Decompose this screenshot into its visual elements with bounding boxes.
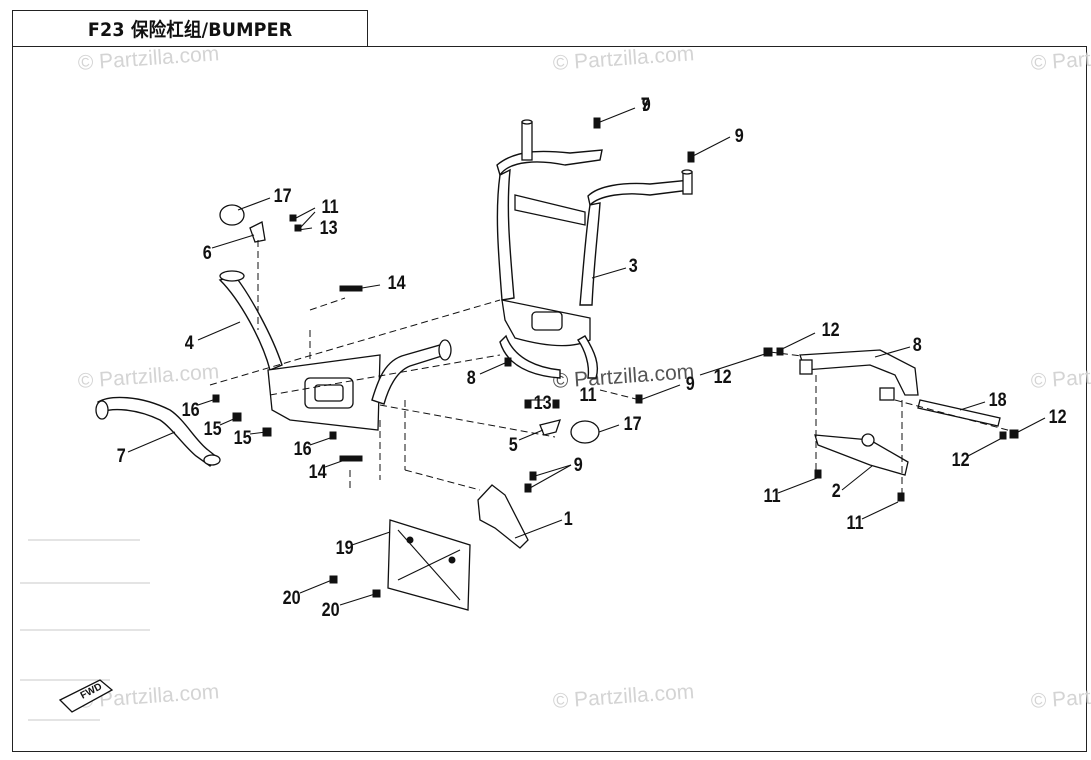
left-lower-tube-part-7 [95,396,221,467]
bracket-part-6 [249,221,266,243]
callout-2: 2 [831,481,841,502]
callout-14: 14 [387,273,406,294]
fwd-arrow [58,679,114,713]
title-box: F23 保险杠组/BUMPER [12,10,368,47]
callout-14: 14 [308,462,327,483]
callout-1: 1 [563,509,573,530]
callout-11: 11 [846,513,864,534]
callout-8: 8 [912,335,922,356]
callout-16: 16 [293,439,312,460]
callout-4: 4 [184,333,194,354]
upper-frame-part-3 [496,119,693,379]
callout-11: 11 [321,197,339,218]
callout-20: 20 [282,588,301,609]
callout-16: 16 [181,400,200,421]
callout-7: 7 [116,446,126,467]
callout-9: 8 [466,368,476,389]
cap-part-17-right [570,420,600,444]
callout-6: 6 [202,243,212,264]
assembly-lines [209,240,1016,495]
callout-12: 12 [713,367,732,388]
callout-12: 12 [821,320,840,341]
callout-3: 3 [628,256,638,277]
diagram-title: F23 保险杠组/BUMPER [87,19,293,41]
callout-9: 7 [640,95,650,116]
callout-20: 20 [321,600,340,621]
callout-17: 17 [273,186,292,207]
callout-9: 9 [734,126,744,147]
diagram-frame [12,46,1087,752]
callout-9: 9 [641,95,651,116]
right-frame-part-8 [799,349,919,401]
faint-reference-lines [20,539,150,721]
callout-17: 17 [623,414,642,435]
callout-11: 11 [579,385,597,406]
bracket-part-5 [539,419,561,436]
callout-15: 15 [203,419,222,440]
plate-bracket-part-1 [477,484,529,549]
callout-19: 19 [335,538,354,559]
callout-9: 9 [685,374,695,395]
right-bracket-part-2 [814,433,909,476]
left-upper-bumper-part-4 [218,270,452,431]
leader-lines [127,107,1046,606]
callout-10: 9 [573,455,583,476]
callout-18: 18 [988,390,1007,411]
cap-part-17-left [219,204,245,226]
license-plate-part-19 [387,519,471,611]
callout-12: 12 [1048,407,1067,428]
callout-15: 15 [233,428,252,449]
callout-11: 11 [763,486,781,507]
callout-12: 12 [951,450,970,471]
callout-13: 13 [533,393,552,414]
callout-13: 13 [319,218,338,239]
callout-5: 5 [508,435,518,456]
fasteners [212,117,1019,598]
bracket-part-18 [917,399,1001,427]
